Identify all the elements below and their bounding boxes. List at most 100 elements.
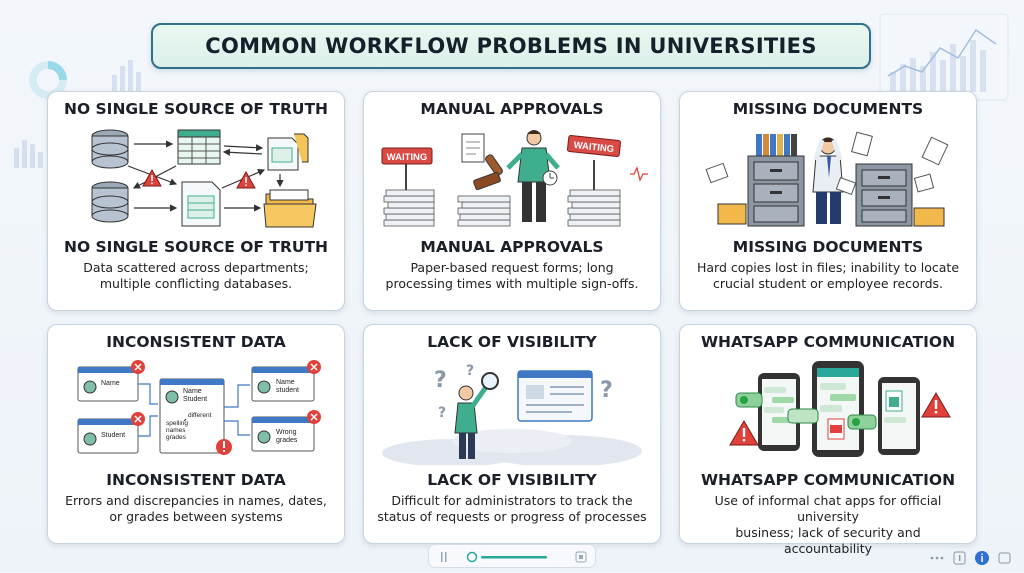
card-description: Difficult for administrators to track th…	[374, 493, 650, 525]
line-chart-decoration	[879, 13, 1009, 101]
left-handle-icon[interactable]	[441, 552, 447, 562]
warning-icon	[921, 392, 951, 418]
corner-toolbar	[930, 551, 1011, 565]
warning-icon	[236, 170, 256, 189]
card-heading: WHATSAPP COMMUNICATION	[700, 333, 956, 351]
waiting-sign-label: WAITING	[387, 152, 428, 163]
document-icon	[267, 133, 309, 171]
question-mark: ?	[466, 363, 474, 379]
card-description: Errors and discrepancies in names, dates…	[58, 493, 334, 525]
card-heading: NO SINGLE SOURCE OF TRUTH	[63, 100, 329, 118]
error-icon	[131, 360, 145, 374]
description-line: crucial student or employee records.	[713, 276, 943, 291]
info-box-icon[interactable]	[953, 551, 966, 565]
smartphone-icon	[812, 361, 864, 457]
description-line: processing times with multiple sign-offs…	[385, 276, 639, 291]
database-icon	[91, 181, 129, 223]
question-mark: ?	[600, 378, 613, 403]
question-mark-icon: ? ? ? ?	[434, 363, 613, 421]
card-no-single-source: NO SINGLE SOURCE OF TRUTH	[47, 91, 345, 311]
record-note: names	[166, 427, 186, 434]
card-heading: LACK OF VISIBILITY	[427, 333, 597, 351]
card-description: Use of informal chat apps for official u…	[690, 493, 966, 557]
card-subheading: MISSING DOCUMENTS	[732, 238, 924, 256]
error-icon	[307, 410, 321, 424]
rubber-stamp-icon	[473, 154, 503, 191]
open-drawer-folders	[717, 203, 945, 227]
description-line: status of requests or progress of proces…	[377, 509, 647, 524]
settings-icon[interactable]	[998, 552, 1011, 564]
card-subheading: INCONSISTENT DATA	[106, 471, 286, 489]
chat-bubble-icon	[847, 414, 877, 430]
pulse-line	[630, 166, 648, 182]
stop-icon[interactable]	[575, 551, 587, 563]
question-mark: ?	[434, 368, 447, 393]
record-card: Name	[77, 366, 139, 402]
record-card: Name Student different spelling names gr…	[159, 378, 225, 454]
stressed-person-icon	[812, 137, 844, 224]
card-whatsapp-communication: WHATSAPP COMMUNICATION	[679, 324, 977, 556]
chat-bubble-icon	[735, 392, 763, 408]
card-subheading: WHATSAPP COMMUNICATION	[700, 471, 956, 489]
waiting-sign-label: WAITING	[573, 140, 615, 155]
description-line: or grades between systems	[109, 509, 283, 524]
chat-bubble-icon	[787, 408, 819, 424]
paper-stack-icon	[457, 195, 511, 227]
card-inconsistent-data: INCONSISTENT DATA Name Student Name Stud…	[47, 324, 345, 544]
record-note: different	[188, 412, 212, 419]
card-subheading: MANUAL APPROVALS	[420, 238, 604, 256]
warning-icon	[142, 168, 162, 187]
description-line: Difficult for administrators to track th…	[391, 493, 633, 508]
card-illustration: Name Student Name Student different spel…	[77, 360, 321, 455]
smartphone-icon	[878, 377, 920, 455]
question-mark: ?	[438, 405, 446, 421]
record-field: Student	[101, 432, 125, 439]
warning-icon	[729, 420, 759, 446]
card-heading: MISSING DOCUMENTS	[732, 100, 924, 118]
description-line: Hard copies lost in files; inability to …	[696, 260, 960, 275]
paper-stack-icon	[567, 189, 621, 227]
description-line: business; lack of security and accountab…	[735, 525, 921, 556]
description-line: multiple conflicting databases.	[99, 276, 293, 291]
record-field: Name	[276, 379, 295, 386]
record-card: Name student	[251, 366, 315, 402]
paper-stack-icon	[383, 189, 435, 227]
playback-controls	[441, 551, 587, 563]
person-with-magnifier-icon	[454, 372, 499, 459]
card-illustration	[705, 131, 949, 227]
folder-icon	[263, 189, 317, 228]
record-card: Student	[77, 418, 139, 454]
document-icon	[181, 181, 221, 227]
card-illustration	[729, 361, 951, 457]
card-description: Data scattered across departments; multi…	[58, 260, 334, 292]
card-description: Hard copies lost in files; inability to …	[690, 260, 966, 292]
pdf-file-icon	[827, 418, 845, 440]
description-line: Use of informal chat apps for official u…	[714, 493, 942, 524]
database-icon	[91, 129, 129, 169]
waiting-sign: WAITING	[381, 147, 433, 190]
card-description: Paper-based request forms; long processi…	[374, 260, 650, 292]
page-title-banner: COMMON WORKFLOW PROBLEMS IN UNIVERSITIES	[151, 23, 871, 69]
error-icon	[131, 412, 145, 426]
card-subheading: LACK OF VISIBILITY	[427, 471, 597, 489]
description-line: Paper-based request forms; long	[410, 260, 614, 275]
error-icon	[307, 360, 321, 374]
record-field: Name	[101, 380, 120, 387]
record-card: Wrong grades	[251, 416, 315, 452]
more-icon[interactable]	[930, 556, 944, 560]
filing-cabinet-icon	[855, 163, 913, 227]
description-line: Errors and discrepancies in names, dates…	[65, 493, 327, 508]
progress-knob[interactable]	[466, 551, 478, 563]
warning-icon	[216, 439, 232, 455]
playback-bar	[428, 544, 596, 568]
record-field: Student	[183, 396, 207, 403]
card-heading: INCONSISTENT DATA	[106, 333, 286, 351]
record-note: grades	[166, 434, 187, 441]
progress-track[interactable]	[481, 556, 547, 559]
waiting-sign: WAITING	[567, 135, 621, 190]
card-illustration	[91, 129, 317, 228]
document-icon	[461, 133, 485, 163]
card-manual-approvals: MANUAL APPROVALS WAITING WAITING	[363, 91, 661, 311]
browser-window-icon	[517, 370, 593, 422]
info-icon[interactable]	[975, 551, 989, 565]
